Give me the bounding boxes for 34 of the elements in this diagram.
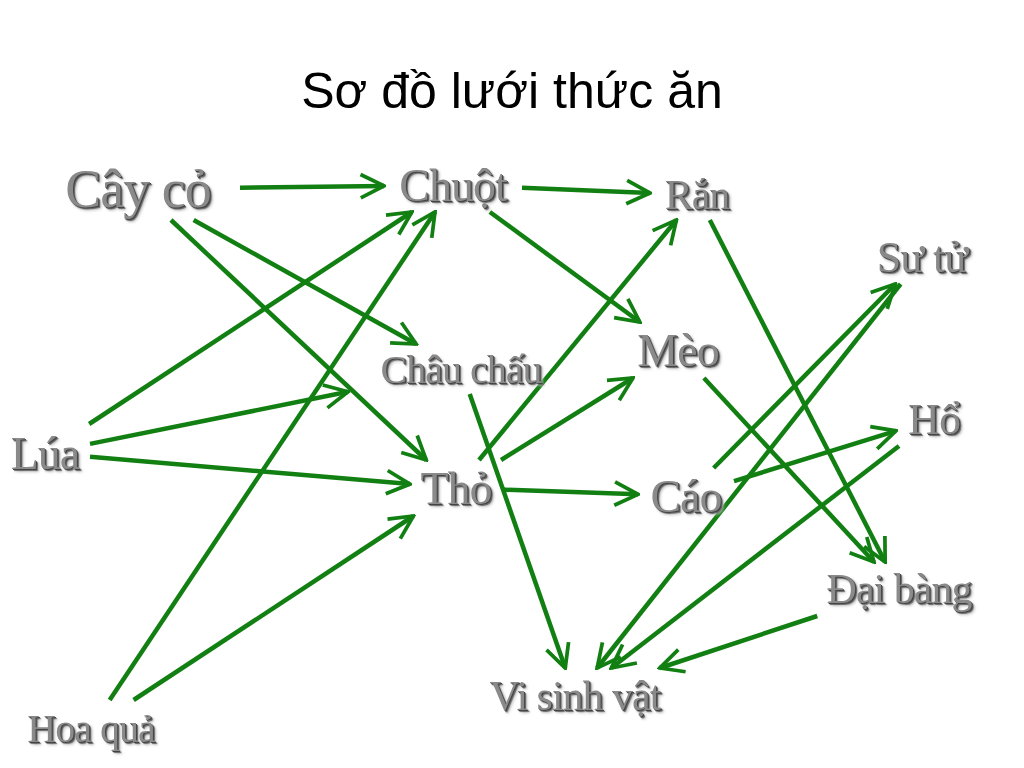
arrow — [87, 210, 414, 426]
organism-label: Mèo — [637, 323, 719, 377]
organism-label: Châu chấu — [380, 345, 542, 393]
arrow — [609, 444, 901, 670]
arrow — [169, 218, 429, 462]
arrow — [192, 218, 418, 346]
organism-label: Đại bàng — [826, 565, 972, 613]
organism-label: Hoa quả — [27, 704, 155, 752]
arrow — [595, 282, 903, 670]
organism-label: Hổ — [908, 393, 960, 445]
arrow — [499, 376, 635, 462]
arrow — [657, 613, 818, 674]
diagram-title: Sơ đồ lưới thức ăn — [300, 62, 724, 120]
organism-label: Rắn — [664, 171, 730, 219]
arrow — [488, 210, 642, 324]
arrow — [467, 393, 571, 670]
organism-label: Cáo — [650, 469, 722, 523]
arrow — [521, 178, 652, 206]
arrow — [707, 218, 888, 564]
organism-label: Lúa — [10, 426, 80, 480]
arrow — [89, 383, 350, 447]
arrow — [107, 210, 437, 702]
arrow — [712, 282, 898, 470]
organism-label: Chuột — [399, 158, 507, 212]
organism-label: Vi sinh vật — [489, 672, 661, 720]
organism-label: Thỏ — [420, 461, 492, 515]
organism-label: Cây cỏ — [65, 158, 211, 220]
arrow — [132, 514, 416, 702]
arrow — [89, 454, 412, 496]
organism-label: Sư tử — [876, 231, 968, 283]
arrow — [733, 424, 898, 484]
arrow — [477, 218, 679, 462]
arrow — [702, 376, 876, 564]
arrow — [239, 172, 386, 200]
